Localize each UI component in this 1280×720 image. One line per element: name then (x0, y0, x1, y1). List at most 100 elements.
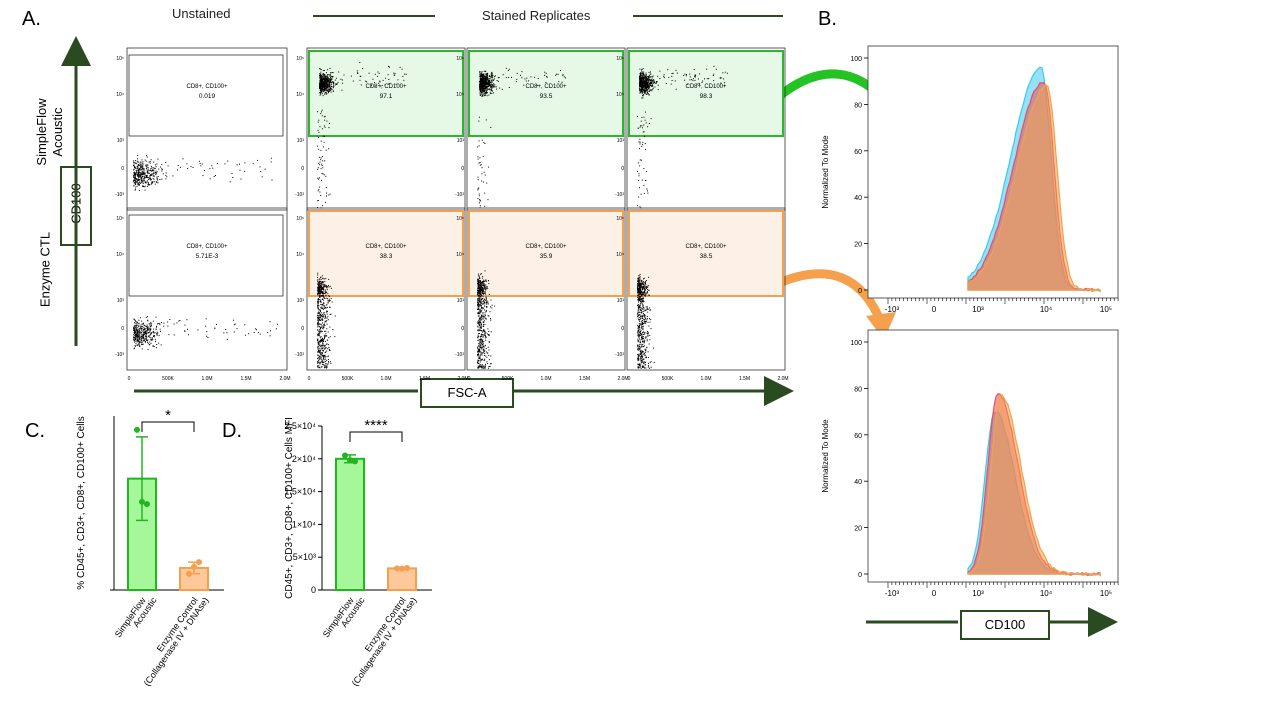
scatter-dot (481, 314, 482, 316)
scatter-dot (326, 320, 328, 322)
scatter-dot (138, 169, 140, 171)
scatter-dot (133, 328, 135, 330)
scatter-dot (320, 71, 322, 73)
scatter-dot (317, 357, 319, 359)
scatter-dot (157, 332, 159, 334)
scatter-dot (321, 76, 323, 78)
scatter-dot (639, 331, 641, 332)
scatter-dot (199, 162, 201, 164)
scatter-dot (325, 187, 327, 189)
scatter-dot (137, 330, 139, 332)
scatter-dot (137, 180, 138, 182)
hist-ytick: 100 (850, 340, 862, 347)
scatter-dot (647, 321, 649, 323)
scatter-dot (639, 283, 641, 285)
scatter-ytick: 10³ (117, 298, 125, 304)
scatter-dot (329, 295, 330, 297)
scatter-dot (329, 85, 331, 87)
scatter-dot (478, 333, 480, 334)
scatter-dot (485, 317, 487, 319)
scatter-dot (322, 362, 324, 363)
scatter-dot (692, 80, 694, 82)
scatter-dot (321, 304, 323, 306)
scatter-dot (641, 326, 643, 328)
scatter-dot (482, 86, 483, 88)
scatter-dot (649, 83, 651, 85)
scatter-dot (483, 329, 485, 331)
scatter-dot (139, 168, 140, 170)
scatter-dot (137, 182, 139, 184)
scatter-dot (133, 180, 135, 182)
scatter-dot (530, 76, 532, 78)
scatter-dot (487, 77, 489, 79)
scatter-dot (638, 290, 640, 292)
scatter-ytick: 10⁵ (116, 56, 124, 62)
scatter-dot (239, 169, 241, 171)
scatter-dot (157, 176, 159, 177)
scatter-dot (133, 319, 135, 321)
scatter-dot (483, 293, 485, 294)
scatter-dot (637, 299, 639, 301)
scatter-dot (146, 326, 148, 328)
scatter-dot (479, 302, 481, 304)
scatter-dot (135, 341, 137, 343)
scatter-dot (172, 175, 174, 177)
scatter-dot (165, 178, 167, 180)
scatter-dot (329, 313, 331, 315)
scatter-dot (323, 296, 324, 298)
scatter-dot (491, 71, 493, 73)
scatter-dot (490, 363, 492, 365)
scatter-dot (641, 336, 642, 338)
scatter-dot (484, 365, 486, 367)
scatter-dot (327, 302, 329, 304)
scatter-dot (330, 313, 332, 315)
scatter-dot (477, 302, 479, 304)
scatter-dot (490, 82, 492, 84)
scatter-dot (480, 359, 482, 361)
scatter-dot (652, 79, 654, 81)
scatter-dot (482, 318, 484, 320)
scatter-dot (642, 297, 644, 299)
scatter-dot (318, 348, 320, 349)
scatter-dot (327, 82, 329, 84)
scatter-dot (642, 141, 644, 143)
scatter-dot (481, 307, 483, 308)
scatter-dot (319, 177, 320, 179)
scatter-dot (490, 299, 492, 301)
scatter-dot (483, 320, 485, 322)
scatter-ytick: -10³ (295, 352, 304, 358)
scatter-dot (138, 177, 140, 178)
scatter-dot (137, 174, 138, 176)
scatter-dot (147, 170, 149, 172)
scatter-ytick: 0 (301, 166, 304, 172)
scatter-dot (642, 299, 644, 301)
scatter-dot (483, 85, 485, 87)
scatter-dot (639, 305, 641, 307)
scatter-dot (642, 305, 644, 307)
scatter-dot (706, 68, 708, 70)
scatter-dot (641, 355, 643, 357)
scatter-dot (645, 287, 647, 289)
scatter-dot (331, 301, 333, 303)
scatter-dot (642, 315, 644, 317)
scatter-dot (232, 319, 234, 321)
scatter-dot (644, 363, 646, 365)
scatter-dot (650, 361, 652, 363)
scatter-dot (149, 334, 151, 336)
scatter-dot (480, 303, 482, 305)
scatter-dot (484, 205, 486, 207)
scatter-dot (642, 301, 644, 303)
scatter-dot (323, 303, 325, 305)
scatter-dot (322, 173, 324, 175)
scatter-dot (713, 65, 715, 67)
scatter-dot (318, 292, 320, 294)
scatter-dot (558, 81, 560, 83)
scatter-dot (322, 72, 324, 74)
scatter-dot (642, 337, 644, 339)
scatter-dot (481, 73, 483, 75)
scatter-dot (487, 315, 489, 317)
scatter-dot (478, 318, 480, 320)
scatter-dot (493, 86, 495, 88)
scatter-dot (157, 179, 159, 181)
scatter-dot (323, 278, 325, 280)
